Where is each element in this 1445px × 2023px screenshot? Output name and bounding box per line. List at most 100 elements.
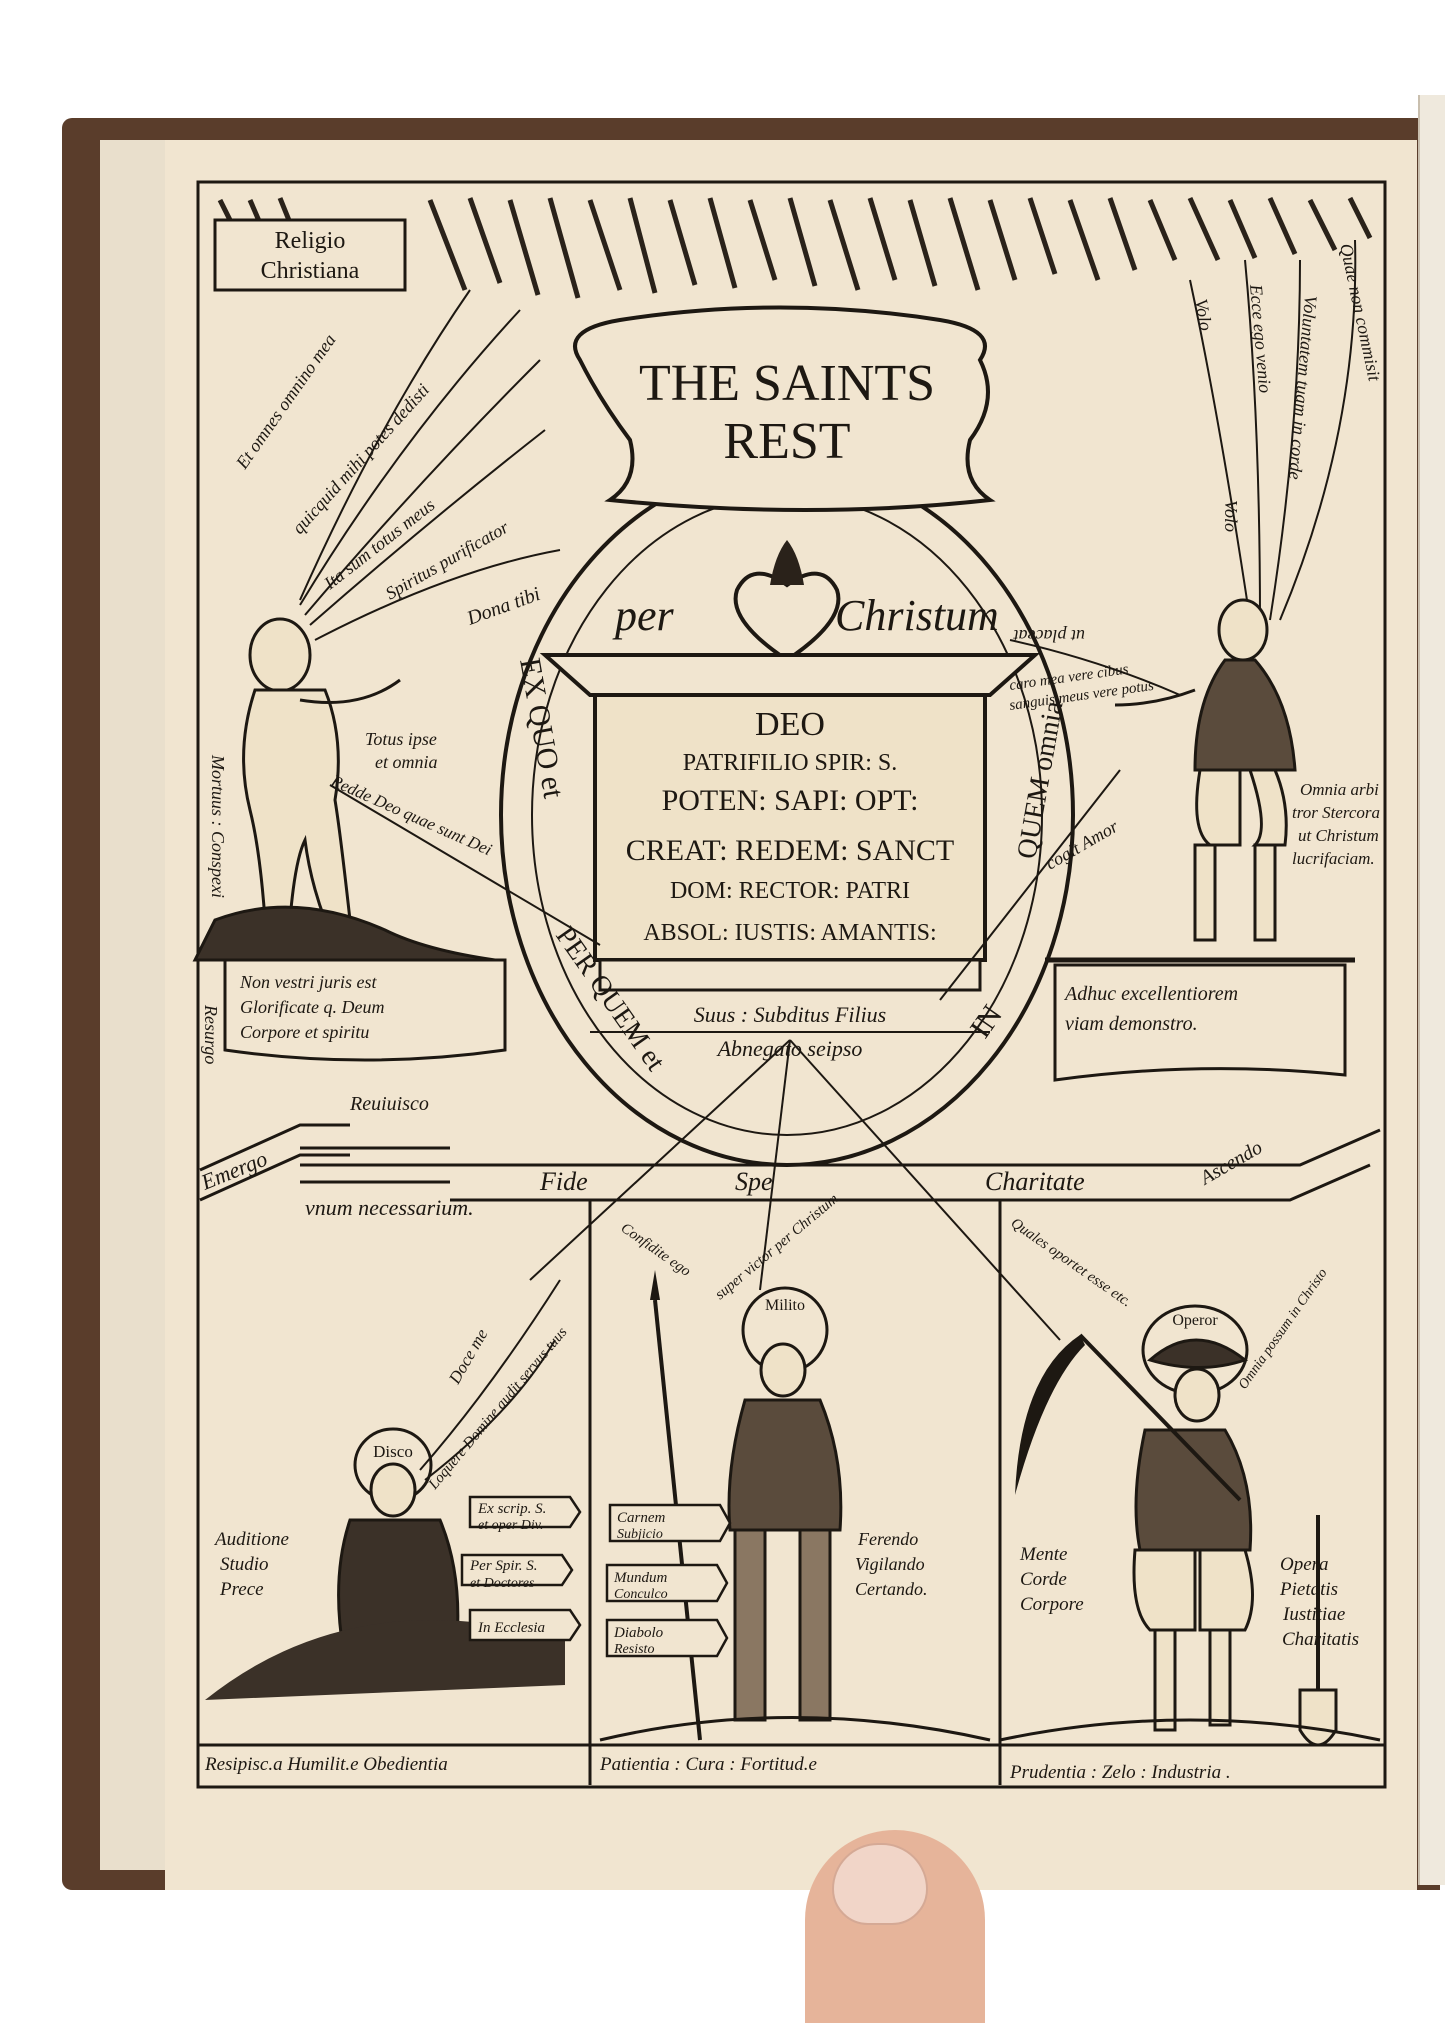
corner-label-line2: Christiana	[261, 258, 360, 284]
under-altar-1: Suus : Subditus Filius	[694, 1002, 887, 1027]
panel1-side-1: Auditione	[213, 1529, 289, 1550]
panel1-virtues: Resipisc.a Humilit.e Obedientia	[204, 1754, 448, 1775]
left-scroll-box: Non vestri juris est Glorificate q. Deum…	[223, 958, 507, 1062]
right-ray-4: Quae non commisit	[1336, 242, 1385, 384]
altar-line6: ABSOL: IUSTIS: AMANTIS:	[643, 920, 936, 946]
left-naked-figure	[192, 617, 496, 962]
right-box-2: viam demonstro.	[1065, 1013, 1198, 1035]
left-box-3: Corpore et spiritu	[240, 1022, 369, 1042]
right-ray-1: Volo	[1191, 297, 1216, 332]
right-text-3: ut Christum	[1298, 826, 1379, 845]
panel2-side-1: Ferendo	[857, 1529, 918, 1549]
plate-border	[196, 180, 1387, 1789]
right-text-2: tror Stercora	[1292, 803, 1380, 822]
panel1-sign-2b: et Doctores	[470, 1576, 535, 1591]
page-gutter	[100, 140, 170, 1870]
panel1-sign-1b: et oper Div.	[478, 1518, 543, 1533]
right-text-4: lucrifaciam.	[1292, 849, 1375, 868]
panel1-sign-2: Per Spir. S.	[469, 1558, 538, 1574]
charitate-text: Charitate	[985, 1167, 1085, 1196]
panel1-ray-2: Loquere Domine audit servus tuus	[425, 1324, 570, 1493]
panel3-side-2: Corde	[1020, 1569, 1067, 1590]
unum-text: vnum necessarium.	[305, 1195, 474, 1220]
panel2-ray-2: super victor per Christum	[712, 1191, 841, 1303]
left-box-1: Non vestri juris est	[239, 972, 378, 992]
converging-lines	[529, 1039, 1061, 1341]
right-ray-3: Voluntatem tuam in corde	[1285, 295, 1321, 481]
fingernail	[832, 1843, 928, 1925]
panel1-sign-3: In Ecclesia	[477, 1620, 545, 1636]
panel2-sign-2b: Conculco	[614, 1587, 668, 1602]
panel1-sign-1: Ex scrip. S.	[477, 1501, 546, 1517]
cogit-text: cogit Amor	[1042, 816, 1122, 874]
right-banner-line	[1009, 639, 1181, 696]
panel3-virtues: Prudentia : Zelo : Industria .	[1009, 1762, 1231, 1783]
left-side-text: Mortuus : Conspexi	[208, 754, 228, 898]
panel2-ray-1: Confidite ego	[618, 1220, 694, 1280]
panel2-halo-text: Milito	[765, 1297, 805, 1314]
panel3-side-1: Mente	[1019, 1544, 1067, 1565]
left-box-2: Glorificate q. Deum	[240, 997, 384, 1017]
left-ray-1: Et omnes omnino mea	[231, 330, 339, 473]
right-banner-text: ut placeat	[1013, 626, 1085, 646]
altar-line3: POTEN: SAPI: OPT:	[662, 784, 919, 817]
panel2-sign-1b: Subjicio	[617, 1527, 663, 1542]
left-diagonal-line	[329, 784, 601, 946]
panel2-sign-3b: Resisto	[613, 1642, 654, 1657]
reuiuisco-text: Reuiuisco	[349, 1093, 429, 1115]
lower-panels	[198, 1200, 1385, 1785]
panel3-right-2: Pietatis	[1279, 1579, 1338, 1600]
oval-left-text: EX QUO et	[513, 655, 570, 801]
right-clothed-figure	[1045, 598, 1355, 963]
altar-line2: PATRIFILIO SPIR: S.	[683, 750, 898, 776]
panel-soldier: Milito	[599, 1270, 991, 1742]
flaming-heart	[733, 540, 841, 663]
christum-text: Christum	[835, 591, 999, 640]
title-cartouche: THE SAINTS REST	[573, 305, 996, 512]
right-scroll-box: Adhuc excellentiorem viam demonstro.	[1053, 963, 1347, 1082]
panel2-signs	[605, 1503, 732, 1658]
title-line2: REST	[723, 413, 850, 470]
right-diagonal-line	[939, 769, 1121, 1001]
panel2-side-2: Vigilando	[855, 1554, 925, 1574]
altar-line1: DEO	[755, 706, 825, 743]
panel1-halo-text: Disco	[373, 1442, 413, 1461]
corner-label-religio: Religio Christiana	[213, 218, 407, 292]
fide-text: Fide	[539, 1167, 588, 1196]
per-text: per	[612, 591, 675, 640]
sky-rays	[217, 196, 1373, 299]
panel2-sign-3: Diabolo	[613, 1625, 664, 1641]
right-text-1: Omnia arbi	[1300, 780, 1379, 799]
left-ray-5: Dona tibi	[463, 583, 543, 630]
panel2-sign-1: Carnem	[617, 1510, 666, 1526]
panel2-side-3: Certando.	[855, 1579, 928, 1599]
panel3-ray-1: Quales oportet esse etc.	[1008, 1215, 1135, 1310]
spe-text: Spe	[735, 1167, 773, 1196]
emergo-text: Emergo	[197, 1146, 271, 1195]
ascendo-text: Ascendo	[1195, 1136, 1266, 1190]
ascend-band	[199, 1123, 1381, 1202]
right-box-1: Adhuc excellentiorem	[1063, 983, 1238, 1005]
panel2-virtues: Patientia : Cura : Fortitud.e	[599, 1754, 817, 1775]
panel1-side-3: Prece	[219, 1579, 264, 1600]
left-figure-rays	[299, 289, 561, 641]
title-line1: THE SAINTS	[639, 355, 935, 412]
left-line-text: Redde Deo quae sunt Dei	[327, 771, 495, 860]
panel3-right-4: Charitatis	[1282, 1629, 1359, 1650]
panel1-signs	[460, 1495, 582, 1642]
oval-right-text: QUEM omnia	[1011, 698, 1069, 861]
panel3-right-3: Iustitiae	[1282, 1604, 1345, 1625]
next-page-edge	[1418, 95, 1445, 1885]
panel1-ray-1: Doce me	[445, 1325, 492, 1388]
panel-worker: Operor	[999, 1304, 1381, 1747]
right-volo-text: Volo	[1221, 500, 1241, 532]
resurgo-text: Resurgo	[201, 1004, 221, 1064]
right-figure-rays	[1189, 239, 1357, 621]
altar-line5: DOM: RECTOR: PATRI	[670, 878, 910, 904]
panel3-side-3: Corpore	[1020, 1594, 1084, 1615]
corner-label-line1: Religio	[275, 228, 346, 254]
panel3-ray-2: Omnia possum in Christo	[1236, 1266, 1331, 1392]
panel3-right-1: Opera	[1280, 1554, 1329, 1575]
panel1-side-2: Studio	[220, 1554, 269, 1575]
panel2-sign-2: Mundum	[613, 1570, 667, 1586]
